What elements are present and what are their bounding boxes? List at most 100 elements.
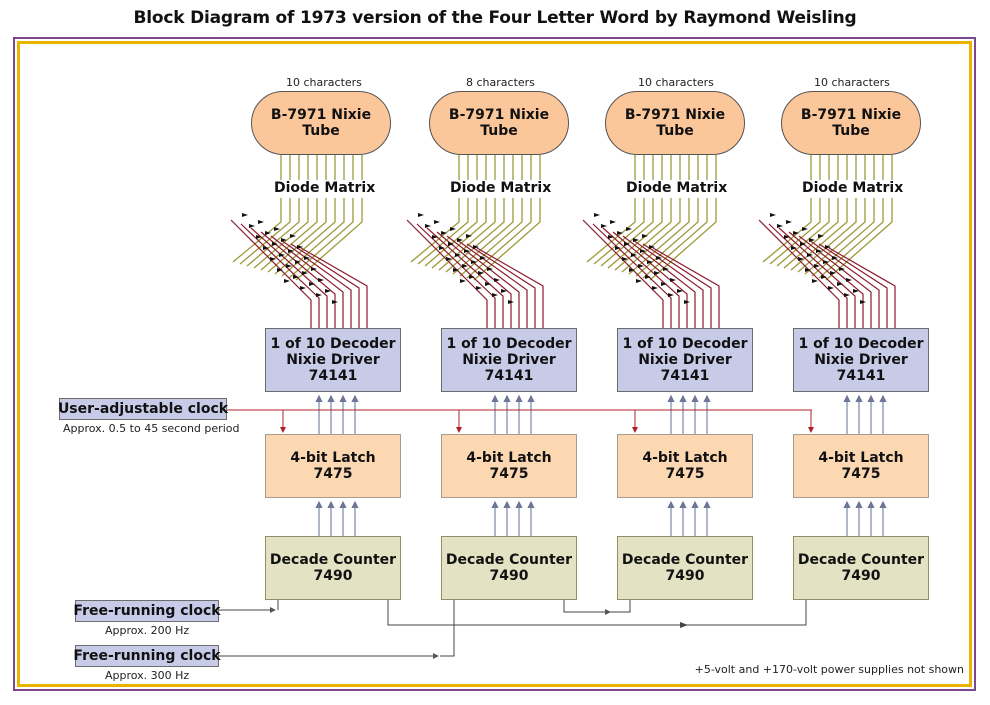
diode-mark: [807, 253, 813, 257]
decoder-box-3: 1 of 10 Decoder Nixie Driver 74141: [617, 328, 753, 392]
diode-mark: [249, 224, 255, 228]
matrix-row-wire: [270, 235, 344, 328]
diode-mark: [615, 246, 621, 250]
column-3-wiring: [582, 155, 720, 536]
matrix-row-wire: [250, 227, 328, 328]
matrix-column-wire: [239, 198, 291, 265]
decoder-line2: Nixie Driver: [638, 352, 732, 368]
diode-matrix-label-2: Diode Matrix: [448, 180, 554, 196]
diode-mark: [302, 271, 308, 275]
counter-box-3: Decade Counter 7490: [617, 536, 753, 600]
tube-count-label-1: 10 characters: [286, 76, 362, 89]
matrix-column-wire: [473, 198, 541, 281]
counter-line1: Decade Counter: [269, 552, 397, 568]
diode-mark: [642, 234, 648, 238]
diode-mark: [677, 289, 683, 293]
counter-line2: 7490: [841, 568, 881, 584]
decoder-line3: 74141: [308, 368, 358, 384]
diode-mark: [791, 246, 797, 250]
tube-count-label-3: 10 characters: [638, 76, 714, 89]
diode-mark: [832, 256, 838, 260]
nixie-tube-4: B-7971 Nixie Tube: [781, 91, 921, 155]
diode-mark: [626, 227, 632, 231]
diode-mark: [476, 286, 482, 290]
matrix-row-wire: [602, 227, 680, 328]
diode-mark: [265, 231, 271, 235]
matrix-row-wire: [818, 243, 888, 328]
matrix-column-wire: [825, 198, 893, 281]
diode-mark: [656, 256, 662, 260]
diode-mark: [290, 234, 296, 238]
matrix-row-wire: [290, 243, 360, 328]
matrix-row-wire: [426, 227, 504, 328]
counter3-carry-stub: [610, 600, 631, 613]
diode-mark: [812, 279, 818, 283]
diode-mark: [242, 213, 248, 217]
counter-box-1: Decade Counter 7490: [265, 536, 401, 600]
matrix-row-wire: [778, 227, 856, 328]
decoder-line1: 1 of 10 Decoder: [798, 336, 924, 352]
decoder-line2: Nixie Driver: [462, 352, 556, 368]
matrix-column-wire: [783, 198, 839, 269]
matrix-column-wire: [267, 198, 327, 273]
counter-line1: Decade Counter: [621, 552, 749, 568]
diode-mark: [802, 227, 808, 231]
diode-mark: [473, 245, 479, 249]
decoder-box-1: 1 of 10 Decoder Nixie Driver 74141: [265, 328, 401, 392]
diode-mark: [661, 282, 667, 286]
user-adjustable-clock: User-adjustable clock: [58, 398, 228, 420]
nixie-tube-2: B-7971 Nixie Tube: [429, 91, 569, 155]
diode-mark: [793, 231, 799, 235]
diode-mark: [487, 267, 493, 271]
matrix-column-wire: [410, 198, 460, 263]
tube-label-line2: Tube: [480, 123, 518, 139]
matrix-row-wire: [828, 247, 896, 328]
matrix-column-wire: [417, 198, 469, 265]
decoder-line3: 74141: [836, 368, 886, 384]
diode-mark: [309, 282, 315, 286]
decoder-line1: 1 of 10 Decoder: [270, 336, 396, 352]
diode-mark: [460, 279, 466, 283]
matrix-row-wire: [260, 231, 336, 328]
diode-mark: [668, 293, 674, 297]
counter-line1: Decade Counter: [445, 552, 573, 568]
latch-line1: 4-bit Latch: [290, 450, 376, 466]
matrix-column-wire: [642, 198, 708, 279]
column-2-wiring: [406, 155, 544, 536]
matrix-column-wire: [600, 198, 654, 267]
diode-matrix-label-4: Diode Matrix: [800, 180, 906, 196]
decoder-line3: 74141: [660, 368, 710, 384]
diode-mark: [492, 293, 498, 297]
diode-mark: [286, 264, 292, 268]
diode-mark: [485, 282, 491, 286]
diode-mark: [272, 242, 278, 246]
latch-line1: 4-bit Latch: [642, 450, 728, 466]
matrix-column-wire: [274, 198, 336, 275]
diode-mark: [293, 275, 299, 279]
diode-mark: [263, 246, 269, 250]
free-clock-2-frequency: Approx. 300 Hz: [105, 669, 190, 682]
matrix-row-wire: [466, 243, 536, 328]
tube-count-label-2: 8 characters: [466, 76, 535, 89]
diode-mark: [300, 286, 306, 290]
nixie-tube-3: B-7971 Nixie Tube: [605, 91, 745, 155]
diode-mark: [823, 260, 829, 264]
tube-label-line2: Tube: [832, 123, 870, 139]
diode-mark: [284, 279, 290, 283]
diode-mark: [446, 257, 452, 261]
diode-mark: [457, 238, 463, 242]
diode-mark: [277, 268, 283, 272]
tube-label-line2: Tube: [656, 123, 694, 139]
decoder-line2: Nixie Driver: [286, 352, 380, 368]
matrix-column-wire: [288, 198, 354, 279]
matrix-row-wire: [652, 247, 720, 328]
counter-line1: Decade Counter: [797, 552, 925, 568]
free-clock-2-label: Free-running clock: [73, 648, 221, 664]
diode-mark: [805, 268, 811, 272]
matrix-column-wire: [281, 198, 345, 277]
diode-mark: [649, 245, 655, 249]
free-running-clock-2: Free-running clock: [73, 645, 221, 667]
diode-mark: [809, 238, 815, 242]
diode-mark: [508, 300, 514, 304]
matrix-column-wire: [586, 198, 636, 263]
